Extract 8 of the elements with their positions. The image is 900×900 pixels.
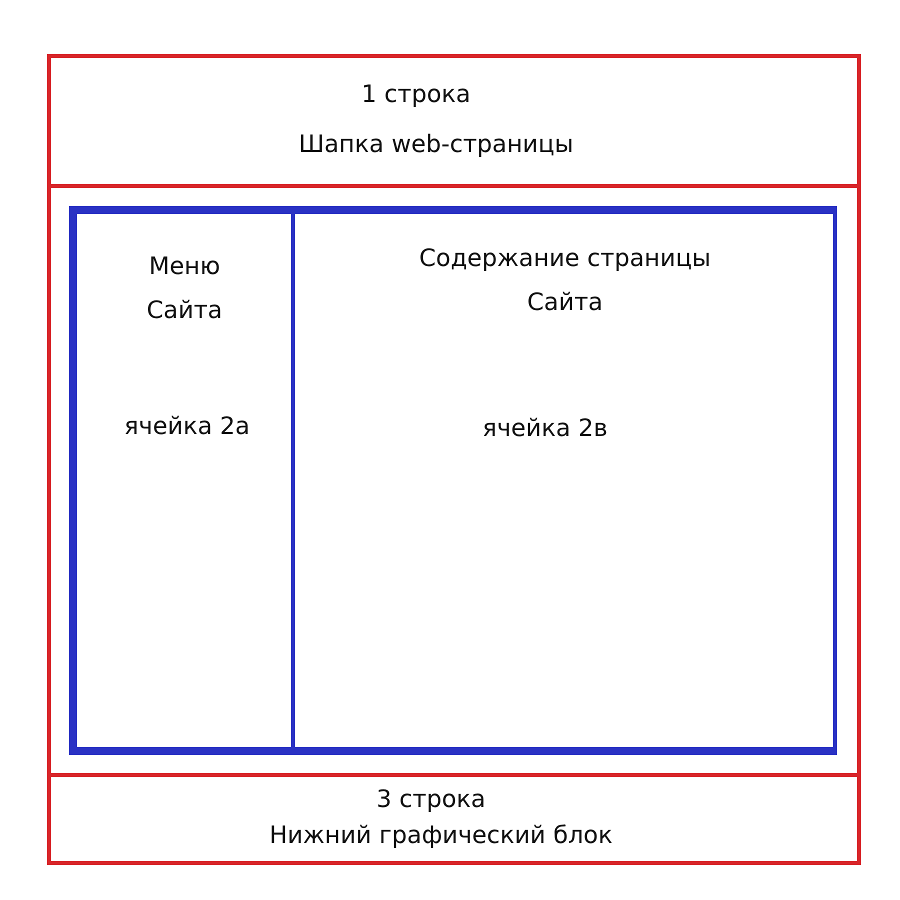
footer-label: Нижний графический блок bbox=[268, 820, 614, 851]
header-label: Шапка web-страницы bbox=[298, 129, 574, 160]
cell-title: Содержание страницы Сайта bbox=[418, 243, 712, 318]
cell-label: ячейка 2в bbox=[481, 413, 609, 444]
cell-label: ячейка 2а bbox=[123, 411, 251, 442]
row-number-label: 1 строка bbox=[360, 79, 472, 110]
row-number-label: 3 строка bbox=[375, 784, 487, 815]
cell-title: Меню Сайта bbox=[146, 251, 224, 326]
